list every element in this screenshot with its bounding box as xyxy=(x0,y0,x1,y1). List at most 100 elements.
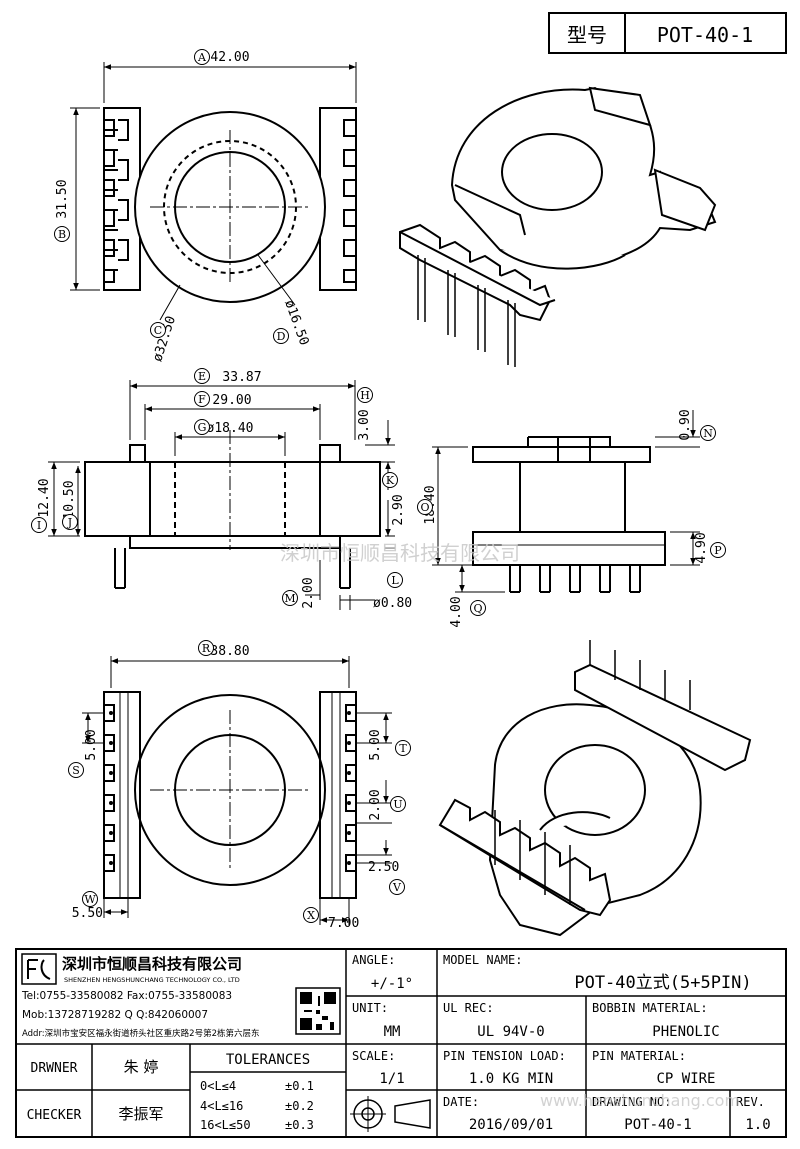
bobbin-material-value: PHENOLIC xyxy=(652,1024,719,1040)
svg-text:U: U xyxy=(393,798,402,811)
svg-text:I: I xyxy=(37,519,41,532)
svg-text:P: P xyxy=(714,544,722,557)
callout-h: H xyxy=(357,387,373,403)
callout-m: M xyxy=(282,590,298,606)
dim-b: 31.50 xyxy=(55,179,70,218)
title-block xyxy=(15,948,787,1138)
dim-g: ø18.40 xyxy=(207,421,254,436)
tol-value-2: ±0.2 xyxy=(285,1099,314,1113)
dim-t: 5.00 xyxy=(368,729,383,760)
svg-text:B: B xyxy=(58,228,66,241)
tol-range-2: 4<L≤16 xyxy=(200,1099,243,1113)
svg-text:C: C xyxy=(154,324,162,337)
dim-x: 7.00 xyxy=(328,916,359,931)
callout-j: J xyxy=(62,514,78,530)
svg-text:O: O xyxy=(420,501,429,514)
dimension-labels: 42.00 31.50 ø32.50 ø16.50 33.87 29.00 ø1… xyxy=(37,50,709,931)
iso-view-top xyxy=(399,86,717,367)
tol-value-1: ±0.1 xyxy=(285,1079,314,1093)
bottom-view xyxy=(103,691,357,899)
dim-n: 0.90 xyxy=(678,409,693,440)
dim-p: 4.90 xyxy=(694,532,709,563)
front-view-dims xyxy=(48,380,395,610)
svg-text:M: M xyxy=(284,592,295,605)
pin-tension-label: PIN TENSION LOAD: xyxy=(443,1049,566,1063)
drawing-no-value: POT-40-1 xyxy=(624,1117,691,1133)
svg-text:A: A xyxy=(197,51,207,64)
company-addr: Addr:深圳市宝安区福永街道桥头社区重庆路2号第2栋第六层东 xyxy=(22,1028,259,1039)
date-label: DATE: xyxy=(443,1095,479,1109)
svg-text:G: G xyxy=(198,421,207,434)
dim-m: 2.00 xyxy=(301,577,316,608)
svg-text:E: E xyxy=(198,370,206,383)
callout-b: B xyxy=(54,226,70,242)
date-value: 2016/09/01 xyxy=(469,1117,553,1133)
dim-u: 2.00 xyxy=(368,789,383,820)
header-box: 型号 POT-40-1 xyxy=(548,12,787,54)
callout-t: T xyxy=(395,740,411,756)
ul-rec-value: UL 94V-0 xyxy=(477,1024,544,1040)
dim-j: 10.50 xyxy=(62,480,77,519)
unit-label: UNIT: xyxy=(352,1001,388,1015)
title-block-text: 深圳市恒顺昌科技有限公司 SHENZHEN HENGSHUNCHANG TECH… xyxy=(21,953,771,1133)
callout-d: D xyxy=(273,328,289,344)
model-name-label: MODEL NAME: xyxy=(443,953,522,967)
tolerances-label: TOLERANCES xyxy=(226,1052,310,1068)
bobbin-material-label: BOBBIN MATERIAL: xyxy=(592,1001,708,1015)
top-view xyxy=(103,107,357,321)
watermark-center: 深圳市恒顺昌科技有限公司 xyxy=(280,541,520,565)
scale-value: 1/1 xyxy=(379,1071,404,1087)
drawer-label: DRWNER xyxy=(31,1061,78,1076)
bottom-view-pins xyxy=(109,711,351,865)
dim-l: ø0.80 xyxy=(373,596,412,611)
callout-i: I xyxy=(31,517,47,533)
company-mob-qq: Mob:13728719282 Q Q:842060007 xyxy=(22,1009,208,1021)
callout-q: Q xyxy=(470,600,486,616)
svg-text:H: H xyxy=(360,389,370,402)
callout-o: O xyxy=(417,499,433,515)
drawing-no-label: DRAWING NO: xyxy=(592,1095,671,1109)
dim-i: 12.40 xyxy=(37,478,52,517)
company-tel-fax: Tel:0755-33580082 Fax:0755-33580083 xyxy=(21,990,232,1002)
company-name-cn: 深圳市恒顺昌科技有限公司 xyxy=(62,955,242,973)
pin-material-label: PIN MATERIAL: xyxy=(592,1049,686,1063)
svg-text:K: K xyxy=(386,474,395,487)
side-view xyxy=(472,436,666,593)
dim-f: 29.00 xyxy=(212,393,251,408)
pin-tension-value: 1.0 KG MIN xyxy=(469,1071,553,1087)
dim-r: 38.80 xyxy=(210,644,249,659)
side-view-dims xyxy=(432,410,700,593)
pin-material-value: CP WIRE xyxy=(656,1071,715,1087)
model-code: POT-40-1 xyxy=(657,23,753,47)
dim-v: 2.50 xyxy=(368,860,399,875)
iso-view-bottom xyxy=(438,640,752,937)
svg-text:D: D xyxy=(277,330,286,343)
front-view xyxy=(84,430,381,589)
callout-g: G xyxy=(194,419,210,435)
callout-f: F xyxy=(194,391,210,407)
callout-p: P xyxy=(710,542,726,558)
company-name-en: SHENZHEN HENGSHUNCHANG TECHNOLOGY CO., L… xyxy=(64,976,240,984)
tol-value-3: ±0.3 xyxy=(285,1118,314,1132)
dim-c: ø32.50 xyxy=(150,314,179,363)
svg-text:Q: Q xyxy=(473,602,482,615)
dim-q: 4.00 xyxy=(449,596,464,627)
svg-text:R: R xyxy=(202,642,211,655)
watermark-corner: www.henshunchang.com xyxy=(540,1091,740,1110)
svg-text:V: V xyxy=(392,881,402,894)
top-view-dims xyxy=(70,62,357,291)
tol-range-3: 16<L≤50 xyxy=(200,1118,251,1132)
callout-n: N xyxy=(700,425,716,441)
callout-k: K xyxy=(382,472,398,488)
svg-text:X: X xyxy=(307,909,315,922)
callout-s: S xyxy=(68,762,84,778)
dim-e: 33.87 xyxy=(222,370,261,385)
rev-label: REV. xyxy=(736,1095,765,1109)
dim-s: 5.00 xyxy=(84,729,99,760)
callout-v: V xyxy=(389,879,405,895)
checker-label: CHECKER xyxy=(27,1108,82,1123)
scale-label: SCALE: xyxy=(352,1049,395,1063)
callout-a: A xyxy=(194,49,210,65)
